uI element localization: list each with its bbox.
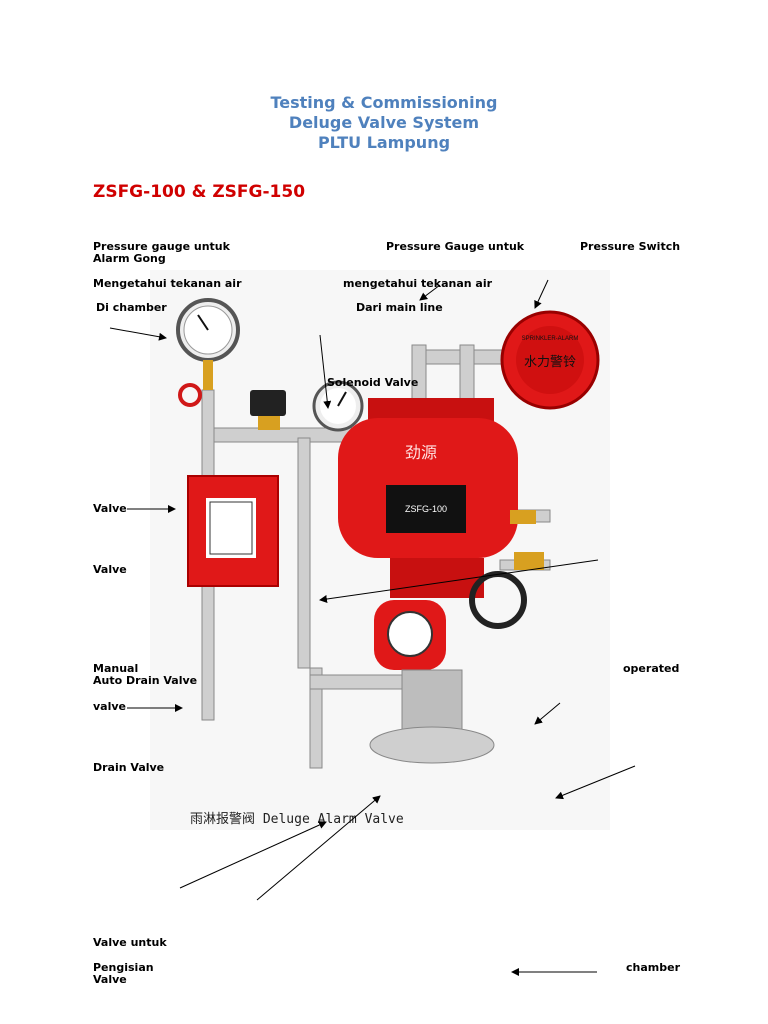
label-valve-4: Valve	[93, 973, 127, 986]
alarm-bell: 水力警铃 SPRINKLER-ALARM	[500, 310, 600, 410]
brand-text: 劲源	[405, 443, 437, 462]
arrow-drain	[555, 765, 636, 800]
model-heading: ZSFG-100 & ZSFG-150	[93, 182, 306, 202]
brass-ball-valve	[514, 552, 544, 570]
arrow-pengisian-2	[256, 795, 381, 901]
label-manual: Manual	[93, 662, 139, 675]
page-title-line1: Testing & Commissioning	[270, 93, 498, 112]
arrow-pengisian-1	[179, 821, 327, 889]
label-drain-valve: Drain Valve	[93, 761, 165, 774]
svg-text:水力警铃: 水力警铃	[524, 354, 576, 370]
page-title-line2: Deluge Valve System	[288, 113, 480, 132]
arrow-valve-2	[319, 559, 599, 603]
label-valve-untuk: Valve untuk	[93, 936, 167, 949]
arrow-di-chamber	[109, 327, 167, 341]
label-valve-1: Valve	[93, 502, 127, 515]
label-chamber: chamber	[626, 961, 680, 974]
label-solenoid: Solenoid Valve	[327, 376, 419, 389]
arrow-solenoid	[319, 334, 332, 409]
label-di-chamber: Di chamber	[96, 301, 167, 314]
figure-caption: 雨淋报警阀 Deluge Alarm Valve	[190, 812, 404, 827]
label-pg-main-1: Pressure Gauge untuk	[386, 240, 525, 253]
label-pg-alarm-1: Pressure gauge untuk	[93, 240, 230, 253]
arrow-operated	[534, 702, 561, 725]
label-operated: operated	[623, 662, 680, 675]
handwheel-valve	[178, 383, 202, 407]
label-dari-main-line: Dari main line	[356, 301, 443, 314]
label-valve-2: Valve	[93, 563, 127, 576]
label-mengetahui-2: mengetahui tekanan air	[343, 277, 493, 290]
label-pressure-switch: Pressure Switch	[580, 240, 681, 253]
label-pengisian: Pengisian	[93, 961, 154, 974]
label-auto-drain: Auto Drain Valve	[93, 674, 198, 687]
page-title-line3: PLTU Lampung	[317, 133, 451, 152]
valve-plate-text: ZSFG-100	[405, 504, 447, 514]
main-valve-body: ZSFG-100 劲源	[338, 398, 518, 598]
svg-text:SPRINKLER-ALARM: SPRINKLER-ALARM	[522, 336, 579, 342]
left-pressure-gauge	[176, 298, 240, 390]
arrow-main-line	[419, 284, 441, 301]
brass-drain-valve	[510, 510, 536, 524]
arrow-pressure-switch	[534, 279, 549, 309]
label-pg-alarm-2: Alarm Gong	[93, 252, 166, 265]
label-valve-3: valve	[93, 700, 126, 713]
label-mengetahui-1: Mengetahui tekanan air	[93, 277, 242, 290]
control-box	[187, 475, 279, 587]
solenoid-valve	[250, 390, 286, 430]
base-column	[369, 669, 495, 764]
deluge-valve-illustration: ZSFG-100 劲源 水力警铃 SPRINKLER-ALARM	[150, 270, 610, 830]
lower-gauge-flange	[374, 600, 446, 670]
